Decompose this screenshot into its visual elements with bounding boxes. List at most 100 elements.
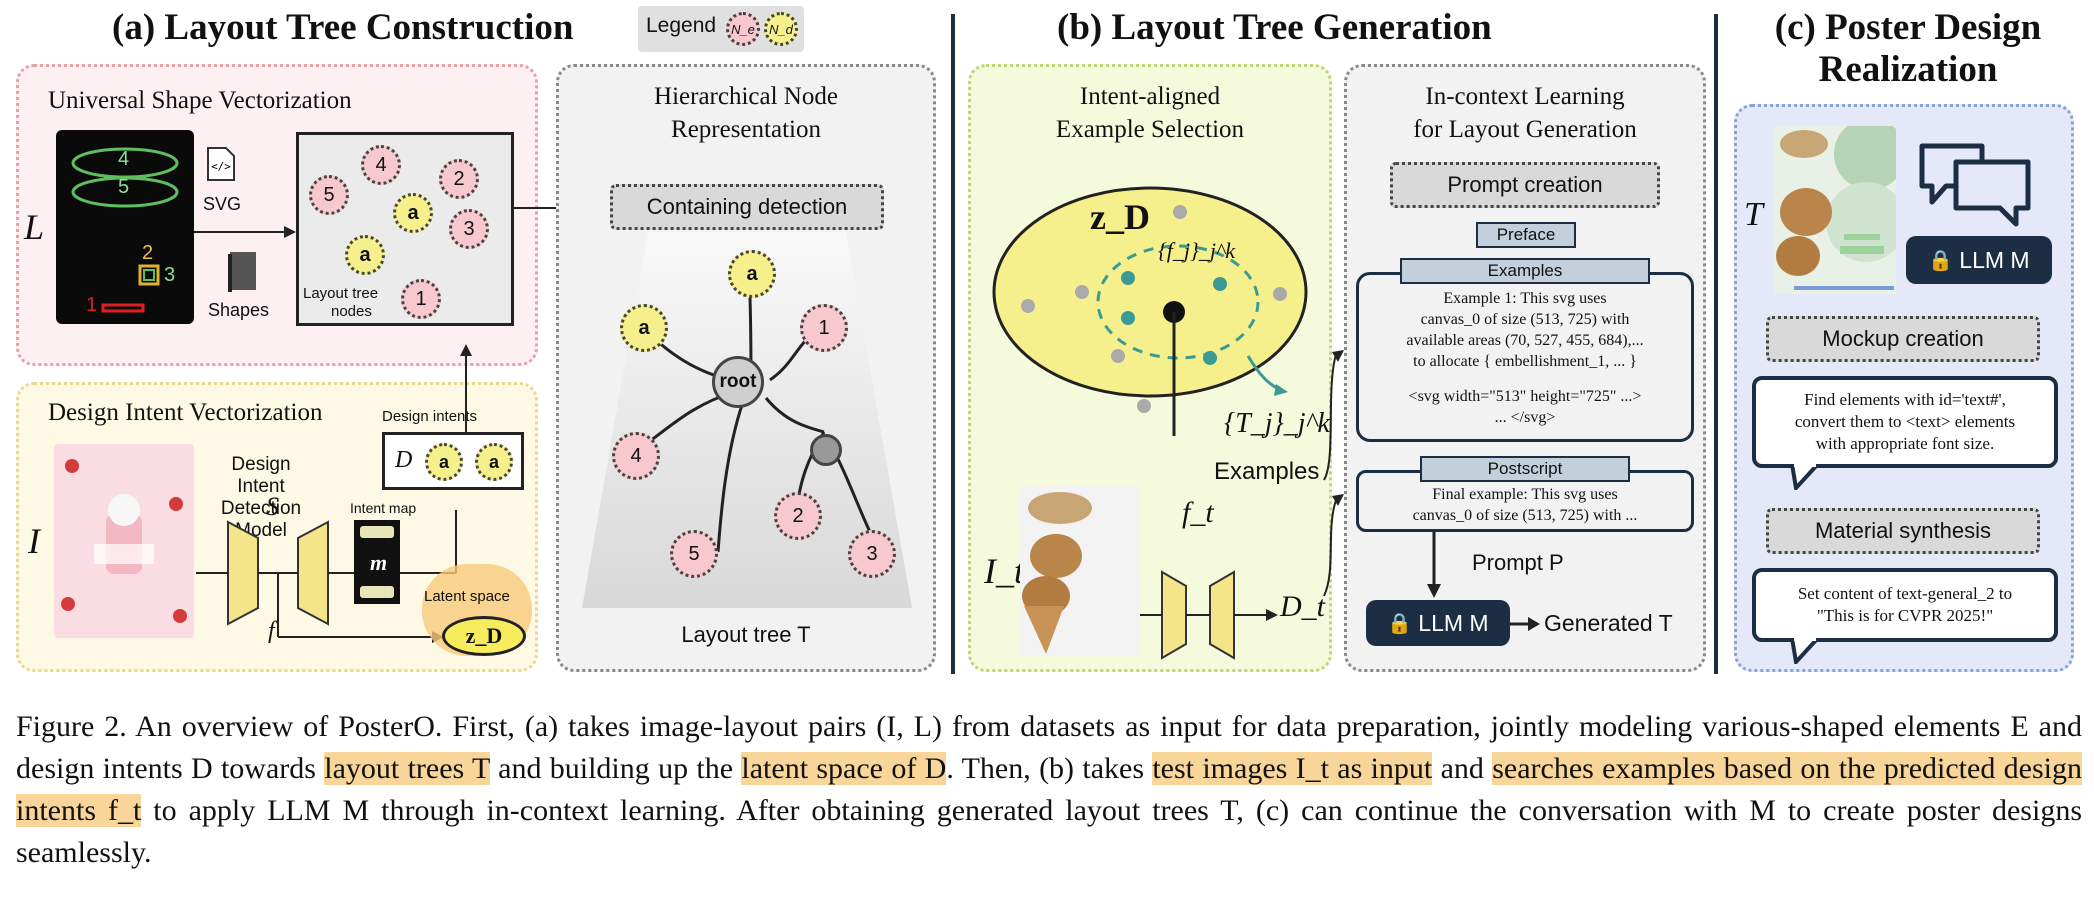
node-a-1: a: [393, 193, 433, 233]
I-symbol: I: [28, 521, 40, 561]
caption-part-4: and: [1432, 752, 1493, 785]
example-selection-title: Intent-aligned Example Selection: [968, 80, 1332, 146]
canvas-to-nodes-arrow: [194, 226, 296, 238]
in-context-title: In-context Learning for Layout Generatio…: [1344, 80, 1706, 146]
title-c-line2: Realization: [1818, 49, 1998, 90]
intent-pipeline-diagram: [196, 510, 457, 643]
test-image: [1020, 486, 1140, 656]
tree-node-4: 4: [612, 432, 660, 480]
layout-tree-nodes-box: 4 2 5 a 3 a 1 Layout tree nodes: [296, 132, 514, 326]
shape-vectorization-title: Universal Shape Vectorization: [48, 87, 352, 114]
latent-space-label: Latent space: [424, 588, 510, 605]
prompt-creation-box: Prompt creation: [1390, 162, 1660, 208]
caption-highlight-1: layout trees T: [324, 752, 490, 785]
design-intents-label: Design intents: [382, 408, 478, 425]
node-a-2: a: [345, 235, 385, 275]
tree-node-a-left: a: [620, 304, 668, 352]
L-symbol: L: [24, 207, 45, 247]
llm-box-c: 🔒 LLM M: [1906, 236, 2052, 284]
legend-label: Legend: [646, 14, 717, 37]
material-bubble-tail: [1790, 638, 1820, 664]
poster-illustration: [61, 459, 187, 623]
node-2: 2: [439, 159, 479, 199]
mockup-creation-box: Mockup creation: [1766, 316, 2040, 362]
nodes-label-2: nodes: [331, 303, 372, 320]
mockup-line-2: convert them to <text> elements: [1794, 412, 2016, 431]
svg-file-icon: </>: [207, 147, 235, 181]
It-symbol: I_t: [984, 551, 1024, 591]
canvas-number-1: 1: [86, 294, 98, 316]
title-b: (b) Layout Tree Generation: [1057, 7, 1492, 48]
final-line-1: Final example: This svg uses: [1432, 486, 1618, 503]
material-line-2: "This is for CVPR 2025!": [1816, 606, 1994, 625]
llm-label-c: LLM M: [1959, 246, 2030, 273]
example-selection-title-line2: Example Selection: [1055, 116, 1245, 143]
example-line-3: available areas (70, 527, 455, 684),...: [1406, 332, 1644, 349]
mockup-line-1: Find elements with id='text#',: [1804, 390, 2006, 409]
tree-node-a-top: a: [728, 250, 776, 298]
canvas-number-3: 3: [164, 264, 176, 286]
ft-symbol: f_t: [1182, 496, 1214, 529]
generated-poster-image: [1774, 118, 1906, 294]
examples-tag: Examples: [1400, 258, 1650, 284]
legend-ne-node: N_e: [726, 12, 760, 46]
node-3: 3: [449, 209, 489, 249]
examples-label: Examples: [1214, 458, 1320, 485]
mockup-speech-bubble: Find elements with id='text#', convert t…: [1752, 376, 2058, 468]
final-line-2: canvas_0 of size (513, 725) with ...: [1412, 507, 1638, 524]
example-selection-title-line1: Intent-aligned: [1079, 83, 1221, 110]
chat-bubbles-icon: [1919, 143, 2031, 227]
tree-node-1: 1: [800, 304, 848, 352]
intent-node-a-2: a: [475, 443, 513, 481]
nodes-label-1: Layout tree: [303, 285, 379, 302]
preface-tag: Preface: [1476, 222, 1576, 248]
llm-box-b: 🔒 LLM M: [1366, 600, 1510, 646]
test-pipeline-diagram: [1140, 570, 1278, 660]
llm-to-generated-arrow: [1510, 617, 1540, 631]
model-label-line1: Design Intent: [231, 454, 291, 497]
generated-poster-illustration: [1776, 118, 1906, 290]
Tj-set-label: {T_j}_j^k: [1224, 408, 1330, 439]
zD-label: z_D: [1090, 197, 1150, 237]
prompt-down-arrow: [1427, 532, 1441, 598]
input-poster-image: [54, 444, 194, 638]
hierarchical-title-line2: Representation: [671, 116, 821, 143]
shapes-book-icon: [228, 252, 256, 292]
separator-1: [951, 14, 955, 674]
node-4: 4: [361, 145, 401, 185]
material-speech-bubble: Set content of text-general_2 to "This i…: [1752, 568, 2058, 642]
canvas-number-4: 4: [118, 148, 130, 170]
containing-detection-box: Containing detection: [610, 184, 884, 230]
title-a: (a) Layout Tree Construction: [112, 7, 574, 48]
caption-highlight-2: latent space of D: [741, 752, 947, 785]
caption-part-1: Figure 2. An overview of PosterO. First,…: [16, 710, 2082, 785]
legend: Legend N_e N_d: [638, 6, 804, 52]
m-symbol: m: [370, 550, 388, 575]
example-text: Example 1: This svg uses canvas_0 of siz…: [1356, 288, 1694, 372]
D-symbol: D: [395, 447, 413, 473]
lock-icon: 🔒: [1387, 612, 1413, 635]
in-context-title-line1: In-context Learning: [1425, 83, 1625, 110]
material-synthesis-box: Material synthesis: [1766, 508, 2040, 554]
figure-caption: Figure 2. An overview of PosterO. First,…: [16, 706, 2082, 874]
intent-node-a-1: a: [425, 443, 463, 481]
test-image-illustration: [1022, 492, 1092, 654]
f-symbol: f: [268, 618, 275, 644]
svg-code-line-2: ... </svg>: [1494, 409, 1556, 426]
separator-2: [1714, 14, 1718, 674]
in-context-title-line2: for Layout Generation: [1413, 116, 1637, 143]
llm-label-b: LLM M: [1418, 609, 1489, 636]
examples-box: [1356, 272, 1694, 442]
lock-icon-c: 🔒: [1928, 249, 1954, 272]
svg-code-text: <svg width="513" height="725" ...> ... <…: [1356, 386, 1694, 428]
shapes-label: Shapes: [208, 300, 270, 320]
fj-set-label: {f_j}_j^k: [1158, 238, 1235, 263]
tree-node-2: 2: [774, 492, 822, 540]
canvas-number-2: 2: [142, 242, 154, 264]
T-hat-symbol: T: [1744, 196, 1763, 233]
zD-latent-node: z_D: [442, 616, 526, 656]
final-example-text: Final example: This svg uses canvas_0 of…: [1356, 484, 1694, 526]
node-1: 1: [401, 279, 441, 319]
intent-map-label: Intent map: [350, 500, 417, 516]
svg-code-line-1: <svg width="513" height="725" ...>: [1408, 388, 1642, 405]
